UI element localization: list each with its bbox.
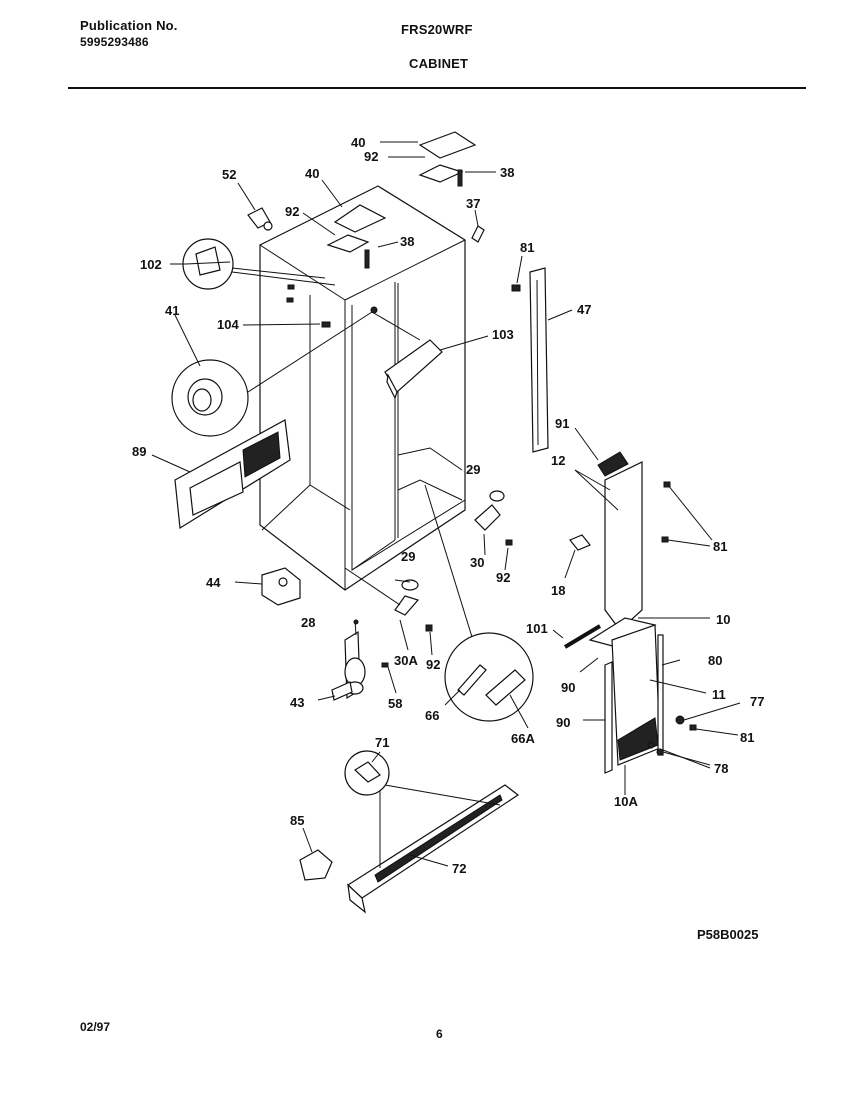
section-title: CABINET bbox=[409, 56, 469, 71]
part-102-detail bbox=[170, 238, 336, 303]
part-71-detail bbox=[344, 750, 390, 796]
callout-label: 90 bbox=[561, 680, 575, 695]
callout-label: 81 bbox=[740, 730, 754, 745]
part-104-screw bbox=[242, 321, 331, 328]
callout-label: 18 bbox=[551, 583, 565, 598]
callout-label: 71 bbox=[375, 735, 389, 750]
callout-label: 104 bbox=[217, 317, 239, 332]
callout-label: 80 bbox=[708, 653, 722, 668]
callout-label: 47 bbox=[577, 302, 591, 317]
callout-label: 40 bbox=[351, 135, 365, 150]
callout-label: 58 bbox=[388, 696, 402, 711]
callout-label: 92 bbox=[426, 657, 440, 672]
part-10-duct bbox=[574, 427, 713, 649]
right-bottom-hinge bbox=[344, 490, 513, 656]
callout-label: 30 bbox=[470, 555, 484, 570]
callout-label: 91 bbox=[555, 416, 569, 431]
callout-labels: 40 92 38 52 40 92 37 38 102 81 104 47 41… bbox=[132, 135, 764, 876]
cabinet-shell bbox=[259, 185, 466, 591]
callout-label: 41 bbox=[165, 303, 179, 318]
callout-label: 29 bbox=[401, 549, 415, 564]
part-41-detail bbox=[171, 311, 373, 437]
callout-label: 40 bbox=[305, 166, 319, 181]
callout-label: 103 bbox=[492, 327, 514, 342]
header-rule bbox=[68, 87, 806, 89]
part-37-clip bbox=[471, 209, 485, 243]
callout-label: 78 bbox=[714, 761, 728, 776]
callout-label: 77 bbox=[750, 694, 764, 709]
callout-label: 43 bbox=[290, 695, 304, 710]
part-103-handle bbox=[370, 306, 489, 400]
part-101-rod bbox=[552, 624, 602, 649]
callout-label: 28 bbox=[301, 615, 315, 630]
callout-label: 37 bbox=[466, 196, 480, 211]
page-number: 6 bbox=[436, 1027, 443, 1041]
part-18-clip bbox=[564, 534, 591, 579]
top-hinge-parts bbox=[302, 131, 496, 269]
callout-label: 81 bbox=[713, 539, 727, 554]
publication-label: Publication No. bbox=[80, 18, 178, 33]
part-47-strip bbox=[511, 255, 573, 453]
callout-label: 38 bbox=[400, 234, 414, 249]
callout-label: 89 bbox=[132, 444, 146, 459]
callout-label: 38 bbox=[500, 165, 514, 180]
figure-code: P58B0025 bbox=[697, 927, 758, 942]
part-52-bracket bbox=[237, 182, 273, 231]
callout-label: 10 bbox=[716, 612, 730, 627]
callout-label: 10A bbox=[614, 794, 638, 809]
callout-label: 101 bbox=[526, 621, 548, 636]
callout-label: 12 bbox=[551, 453, 565, 468]
publication-number: 5995293486 bbox=[80, 35, 149, 49]
part-43-hinge bbox=[317, 619, 397, 701]
callout-label: 30A bbox=[394, 653, 418, 668]
callout-label: 90 bbox=[556, 715, 570, 730]
part-72-grille bbox=[347, 784, 520, 914]
callout-label: 92 bbox=[496, 570, 510, 585]
part-10a-panel bbox=[579, 624, 741, 795]
callout-label: 102 bbox=[140, 257, 162, 272]
model-number: FRS20WRF bbox=[401, 22, 473, 37]
callout-label: 92 bbox=[364, 149, 378, 164]
callout-label: 85 bbox=[290, 813, 304, 828]
part-89-panel bbox=[151, 419, 291, 530]
footer-date: 02/97 bbox=[80, 1020, 111, 1034]
callout-label: 29 bbox=[466, 462, 480, 477]
part-85-clip bbox=[299, 827, 333, 881]
callout-label: 66A bbox=[511, 731, 535, 746]
callout-label: 72 bbox=[452, 861, 466, 876]
callout-label: 92 bbox=[285, 204, 299, 219]
callout-label: 81 bbox=[520, 240, 534, 255]
callout-label: 44 bbox=[206, 575, 221, 590]
callout-label: 52 bbox=[222, 167, 236, 182]
callout-label: 66 bbox=[425, 708, 439, 723]
part-44-bracket bbox=[234, 567, 301, 606]
callout-label: 11 bbox=[712, 687, 726, 702]
part-66-detail bbox=[424, 484, 534, 729]
